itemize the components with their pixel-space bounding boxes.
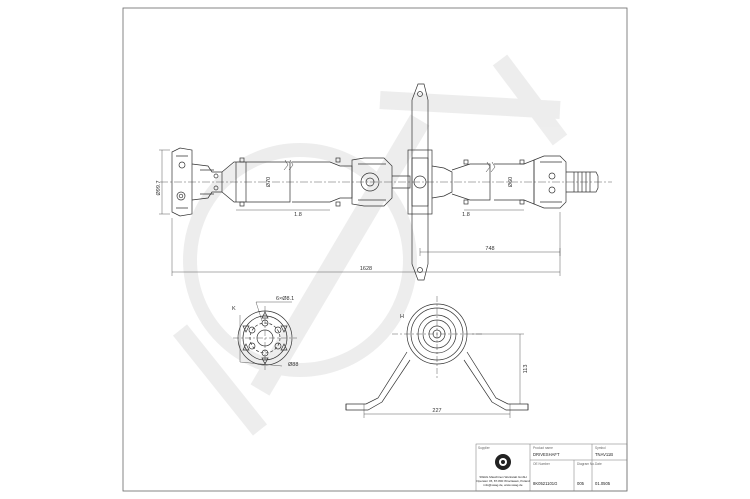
dim-bearing-width: 227: [432, 408, 441, 414]
dim-overall-length: 1628: [360, 266, 372, 272]
dim-angle-left: 1.8: [294, 212, 302, 218]
left-flange: [171, 147, 193, 217]
symbol-label: Symbol: [595, 446, 606, 450]
supplier-label: Supplier: [478, 446, 491, 450]
product-name-value: DRIVESHAFT: [533, 452, 560, 457]
left-cv-joint: [191, 163, 223, 201]
diagram-no-value: 005: [577, 481, 585, 486]
oe-number-label: OE Number: [533, 462, 551, 466]
company-logo: [495, 454, 511, 470]
driveshaft-side-view: [159, 83, 612, 281]
splined-stub: [566, 171, 599, 193]
dim-bearing-height: 113: [523, 365, 529, 374]
title-block: [475, 443, 628, 492]
watermark-logo: [172, 54, 568, 436]
dim-length-right-section: 748: [485, 246, 494, 252]
symbol-value: TNAV11B: [595, 452, 613, 457]
company-web: info@swag.de, www.swag.de: [483, 483, 522, 487]
oe-number-value: 8K0521101G: [533, 481, 557, 486]
center-cv-joint: [351, 157, 393, 207]
dim-flange-diameter: Ø99.7: [156, 181, 162, 196]
diagram-no-label: Diagram No.: [577, 462, 595, 466]
date-label: Date: [595, 462, 602, 466]
dim-tube-left-diameter: Ø70: [266, 177, 272, 187]
dim-flange-holes: 6×Ø8.1: [276, 296, 294, 302]
tube-left: [221, 161, 291, 203]
center-bearing-bracket: [411, 83, 429, 281]
dim-flange-pcd: Ø88: [288, 362, 298, 368]
company-name: SWAG Maschinen Werkstatt GmbH: [479, 475, 526, 479]
flange-front-view: [233, 301, 297, 370]
drawing-frame: [122, 7, 628, 492]
tube-right: [451, 163, 491, 201]
flange-view-marker: K: [232, 306, 236, 312]
dim-angle-right: 1.8: [462, 212, 470, 218]
product-name-label: Product name: [533, 446, 553, 450]
company-address: Operator 45, 87-800 Wroclawek, Poland: [476, 479, 530, 483]
center-bearing-view: [345, 296, 529, 418]
right-cv-joint: [533, 155, 567, 209]
bearing-view-marker: H: [400, 314, 404, 320]
dim-tube-right-diameter: Ø60: [508, 177, 514, 187]
date-value: 01.0505: [595, 481, 611, 486]
